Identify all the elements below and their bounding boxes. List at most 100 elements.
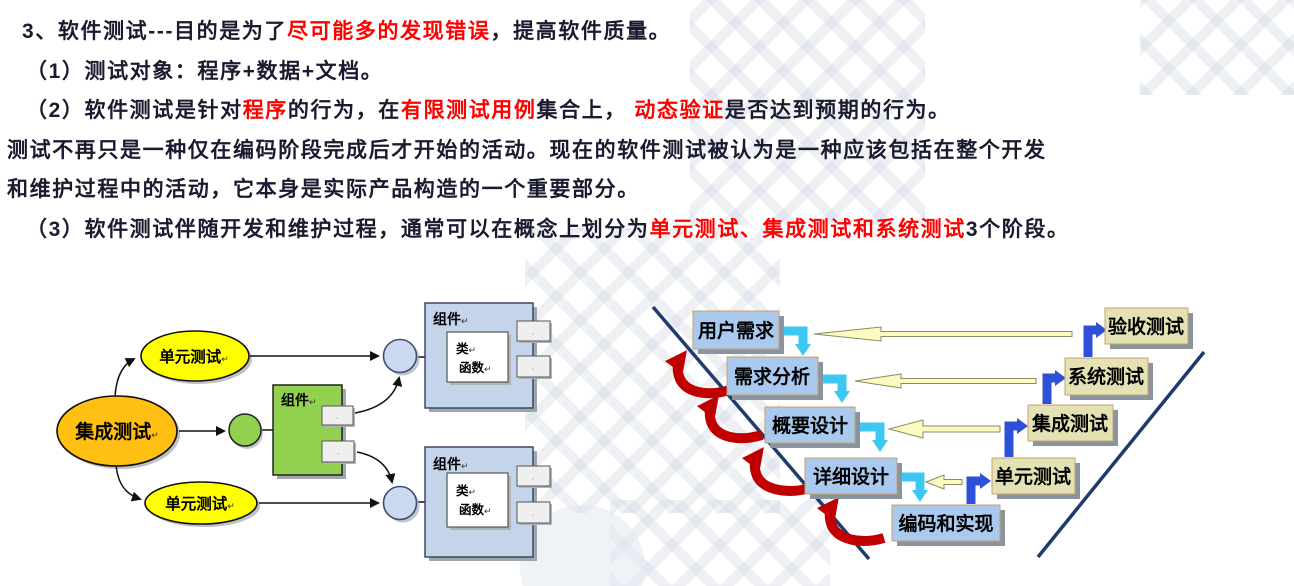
cyan-flow-arrows [781, 326, 928, 502]
svg-text:单元测试↵: 单元测试↵ [159, 347, 229, 366]
integration-test-label: 集成测试 [74, 420, 151, 443]
svg-text:函数↵: 函数↵ [459, 502, 492, 517]
return-mark: ↵ [227, 501, 235, 511]
class-label: 类 [456, 483, 469, 498]
text-segment: 和维护过程中的活动，它本身是实际产品构造的一个重要部分。 [7, 178, 640, 201]
test-label: 集成测试 [1031, 412, 1108, 435]
red-feedback-arrow [816, 497, 886, 546]
highlighted-text: 动态验证 [634, 99, 725, 122]
svg-text:类↵: 类↵ [456, 341, 476, 356]
port-box [516, 355, 551, 378]
port-mark: , [337, 449, 339, 456]
text-block: 3、软件测试---目的是为了尽可能多的发现错误，提高软件质量。 （1）测试对象：… [0, 12, 1294, 249]
text-segment: （2）软件测试是针对 [26, 99, 243, 122]
return-mark: ↵ [469, 487, 477, 497]
function-label: 函数 [459, 502, 485, 517]
blue-arrowhead [1096, 322, 1107, 338]
blue-test-arrows [966, 322, 1107, 504]
blue-arrowhead [1055, 370, 1066, 386]
port-box [516, 320, 551, 342]
unit-test-ellipse-bottom: 单元测试↵ [144, 481, 258, 525]
test-label: 验收测试 [1108, 315, 1184, 338]
paragraph-line: （2）软件测试是针对程序的行为，在有限测试用例集合上， 动态验证是否达到预期的行… [0, 91, 1294, 131]
component-bottom: 组件↵ 类↵ 函数↵ , , [424, 446, 552, 561]
return-mark: ↵ [461, 316, 469, 326]
text-segment: 3、软件测试---目的是为了 [22, 20, 288, 43]
port-box [321, 440, 355, 463]
cyan-arrow [899, 472, 925, 490]
return-mark: ↵ [309, 397, 317, 407]
cyan-arrowhead [834, 391, 850, 403]
phase-box [891, 504, 1001, 542]
unit-test-ellipse-top: 单元测试↵ [140, 330, 250, 382]
red-feedback-arrow [741, 447, 812, 496]
arrow-integration-to-unit-bottom [115, 463, 142, 502]
svg-text:函数↵: 函数↵ [459, 360, 492, 375]
return-mark: ↵ [484, 364, 492, 374]
text-segment: 的行为，在 [287, 99, 401, 122]
yellow-verify-arrow [813, 326, 1073, 342]
blue-arrowhead [980, 473, 991, 489]
svg-text:单元测试↵: 单元测试↵ [165, 494, 235, 513]
blue-arrowhead [1017, 418, 1028, 434]
green-node-circle [228, 413, 262, 447]
paragraph-line: 3、软件测试---目的是为了尽可能多的发现错误，提高软件质量。 [0, 12, 1294, 52]
highlighted-text: 单元测试、集成测试和系统测试 [649, 217, 966, 241]
svg-text:集成测试↵: 集成测试↵ [74, 420, 159, 443]
blue-arrow [1042, 373, 1055, 404]
phase-label: 编码和实现 [898, 512, 993, 535]
svg-text:组件↵: 组件↵ [433, 456, 469, 472]
green-component-box: 组件↵ , , [272, 384, 356, 479]
blue-node-circle-top [382, 338, 418, 374]
cyan-arrow [857, 422, 885, 440]
unit-test-label: 单元测试 [159, 347, 222, 366]
function-label: 函数 [459, 360, 485, 375]
class-box [446, 331, 509, 383]
test-label: 单元测试 [995, 465, 1071, 488]
paragraph-line: 和维护过程中的活动，它本身是实际产品构造的一个重要部分。 [0, 170, 1294, 210]
svg-text:组件↵: 组件↵ [281, 392, 317, 408]
cyan-arrowhead [795, 344, 811, 356]
port-box [516, 465, 551, 487]
cyan-arrowhead [872, 440, 888, 452]
text-segment: 测试不再只是一种仅在编码阶段完成后才开始的活动。现在的软件测试被认为是一种应该包… [7, 138, 1047, 162]
blue-arrow [1004, 421, 1017, 457]
red-feedback-arrow [664, 350, 732, 399]
svg-text:组件↵: 组件↵ [433, 311, 469, 327]
unit-test-label: 单元测试 [165, 494, 228, 513]
text-segment: ，提高软件质量。 [490, 20, 672, 43]
highlighted-text: 有限测试用例 [400, 99, 537, 122]
port-mark: , [532, 474, 534, 481]
port-mark: , [532, 510, 534, 517]
paragraph-line: （3）软件测试伴随开发和维护过程，通常可以在概念上划分为单元测试、集成测试和系统… [0, 210, 1294, 250]
cyan-arrow [820, 374, 847, 391]
arrow-integration-to-unit-top [114, 358, 136, 400]
return-mark: ↵ [484, 506, 492, 516]
test-boxes: 验收测试 系统测试 集成测试 单元测试 [991, 307, 1193, 499]
blue-arrow [966, 476, 980, 504]
phase-box [726, 356, 819, 396]
port-mark: , [532, 329, 534, 336]
text-segment: （3）软件测试伴随开发和维护过程，通常可以在概念上划分为 [26, 217, 650, 241]
phase-label: 用户需求 [698, 319, 775, 342]
text-segment: 是否达到预期的行为。 [724, 99, 951, 122]
phase-box [804, 457, 898, 495]
paragraph-line: 测试不再只是一种仅在编码阶段完成后才开始的活动。现在的软件测试被认为是一种应该包… [0, 131, 1294, 171]
port-mark: , [532, 364, 534, 371]
component-top: 组件↵ 类↵ 函数↵ , , [424, 302, 552, 412]
arrow-port-to-node-bottom [356, 451, 396, 484]
class-label: 类 [456, 341, 469, 356]
integration-test-ellipse: 集成测试↵ [56, 395, 178, 467]
test-box [1064, 357, 1149, 396]
blue-arrow [1083, 325, 1096, 357]
component-label: 组件 [281, 392, 309, 408]
v-right-diagonal [1036, 350, 1206, 559]
yellow-verify-arrow [924, 474, 963, 490]
cyan-arrow [781, 326, 808, 344]
cyan-arrowhead [912, 490, 928, 502]
phase-box [692, 310, 780, 350]
highlighted-text: 程序 [242, 99, 288, 122]
test-box [1027, 404, 1114, 442]
text-segment: 3个阶段。 [965, 217, 1070, 241]
